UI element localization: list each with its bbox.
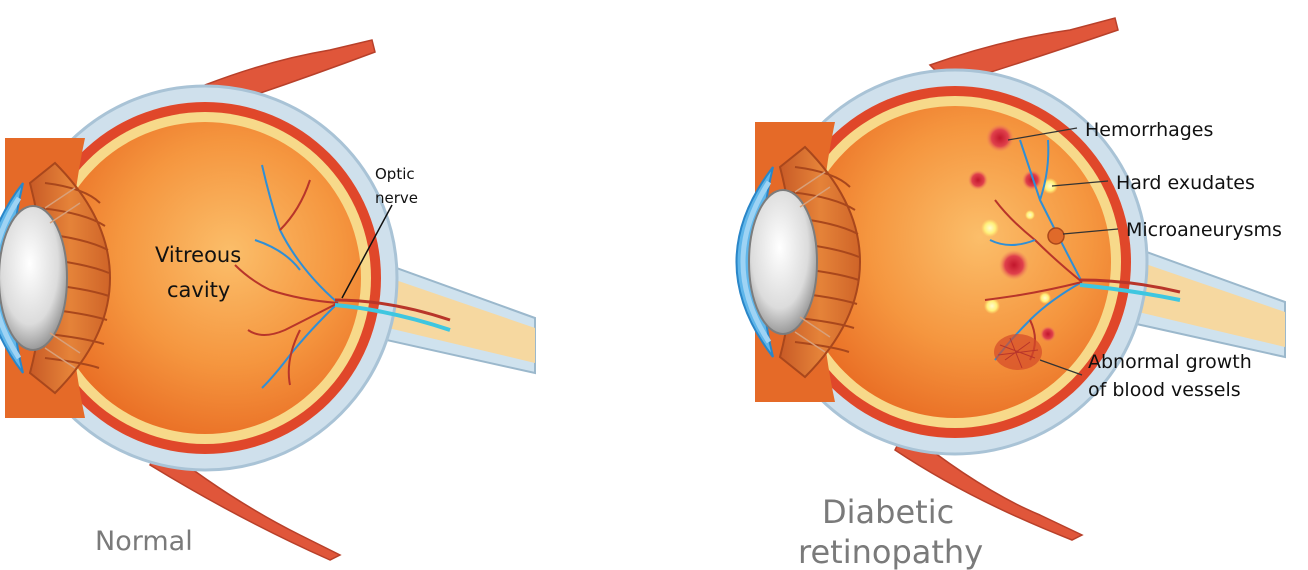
optic-label-line2: nerve — [375, 189, 418, 207]
diabetic-caption-line1: Diabetic — [822, 493, 954, 531]
vitreous-label-line1: Vitreous — [155, 243, 241, 267]
normal-eye: Vitreous cavity Optic nerve Normal — [0, 40, 535, 560]
abnormal-label-line2: of blood vessels — [1088, 379, 1241, 401]
abnormal-vessels — [994, 334, 1042, 370]
hard-exudates-label: Hard exudates — [1116, 172, 1255, 194]
abnormal-label-line1: Abnormal growth — [1088, 351, 1252, 373]
optic-label-line1: Optic — [375, 165, 415, 183]
diabetic-caption-line2: retinopathy — [798, 533, 983, 570]
hemorrhages-label: Hemorrhages — [1085, 119, 1213, 141]
microaneurysms-label: Microaneurysms — [1126, 219, 1282, 241]
microaneurysm-dot — [1048, 228, 1064, 244]
diabetic-eye: Hemorrhages Hard exudates Microaneurysms… — [737, 18, 1286, 570]
vitreous-label-line2: cavity — [167, 278, 230, 302]
normal-caption: Normal — [95, 526, 193, 557]
